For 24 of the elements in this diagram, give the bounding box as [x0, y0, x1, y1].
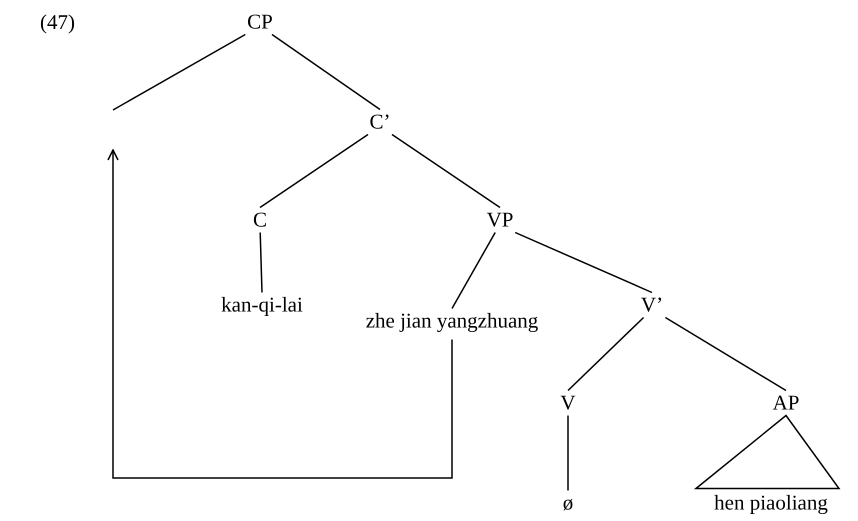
tree-branch: [665, 316, 786, 392]
tree-branch: [451, 232, 496, 309]
tree-branch: [514, 232, 652, 294]
tree-label: kan-qi-lai: [221, 292, 303, 318]
tree-label: zhe jian yangzhuang: [366, 308, 538, 334]
tree-label: ø: [562, 490, 574, 516]
tree-label: hen piaoliang: [714, 490, 828, 516]
tree-branch: [260, 134, 368, 208]
tree-branch: [259, 232, 263, 293]
tree-label: C: [253, 206, 267, 234]
tree-label: VP: [486, 206, 514, 234]
tree-branch: [567, 416, 569, 490]
triangle-branch: [694, 414, 840, 490]
tree-branch: [392, 134, 500, 208]
movement-arrow: [107, 149, 453, 479]
tree-label: AP: [772, 390, 800, 416]
tree-label: V’: [640, 292, 664, 318]
tree-label: CP: [247, 8, 273, 36]
example-number: (47): [40, 10, 75, 35]
tree-branch: [567, 316, 644, 392]
tree-branch: [112, 34, 246, 111]
tree-label: V: [560, 390, 576, 416]
tree-branch: [272, 34, 380, 110]
tree-label: C’: [370, 108, 390, 136]
